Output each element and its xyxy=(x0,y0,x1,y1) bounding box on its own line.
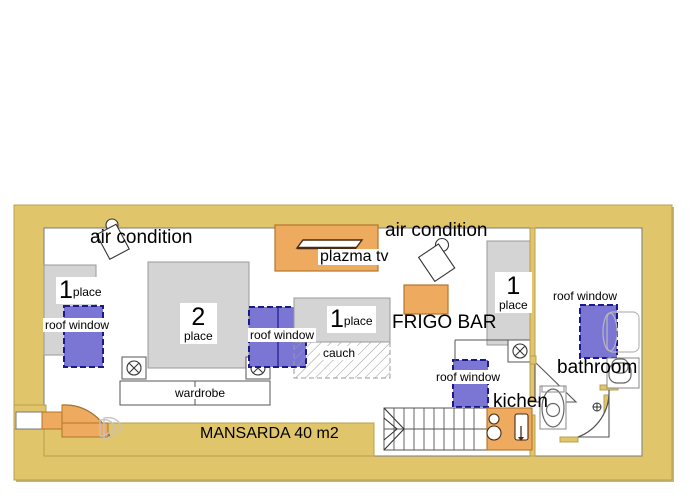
roof-window-left[interactable] xyxy=(63,305,104,368)
bathtub[interactable] xyxy=(602,311,640,353)
roof-window-center-label: roof window xyxy=(248,328,317,342)
bed-single-left-word: place xyxy=(72,285,102,299)
kitchen-counter[interactable] xyxy=(486,407,533,451)
bed-single-center-badge: 1place xyxy=(327,306,376,333)
air-condition-right-label: air condition xyxy=(385,220,488,241)
room-title: MANSARDA 40 m2 xyxy=(200,425,339,442)
toilet[interactable] xyxy=(539,385,567,430)
air-condition-unit-right[interactable] xyxy=(417,237,456,283)
wardrobe-label: wardrobe xyxy=(172,387,229,399)
cauch-label: cauch xyxy=(320,346,359,360)
bed-double-center-word: place xyxy=(184,329,213,344)
roof-window-bathroom-label: roof window xyxy=(551,289,620,303)
kitchen-label: kichen xyxy=(493,391,548,412)
ceiling-light-right-bed xyxy=(455,339,533,363)
plazma-tv-label: plazma tv xyxy=(318,248,391,265)
frigo-bar-label: FRIGO BAR xyxy=(392,312,497,333)
shower-cabin[interactable] xyxy=(577,389,610,438)
bed-single-right-word: place xyxy=(499,298,528,313)
bed-single-left-number: 1 xyxy=(59,276,73,304)
sink[interactable] xyxy=(606,357,640,389)
ceiling-light-wardrobe-left xyxy=(121,356,147,380)
bed-single-center-number: 1 xyxy=(330,305,344,333)
bed-single-center-word: place xyxy=(343,314,373,328)
bathroom-label: bathroom xyxy=(557,357,638,378)
frigo-bar[interactable] xyxy=(403,284,449,315)
bed-double-center[interactable] xyxy=(147,261,250,369)
bed-double-center-number: 2 xyxy=(191,303,206,331)
air-condition-left-label: air condition xyxy=(90,227,193,248)
air-condition-unit-left[interactable] xyxy=(95,218,130,261)
entrance-door[interactable] xyxy=(15,404,123,439)
roof-window-left-label: roof window xyxy=(43,318,112,332)
roof-window-kitchen-label: roof window xyxy=(434,370,503,384)
bed-single-right-number: 1 xyxy=(506,272,521,300)
staircase[interactable] xyxy=(383,407,488,451)
bed-single-left-badge: 1place xyxy=(56,277,105,304)
